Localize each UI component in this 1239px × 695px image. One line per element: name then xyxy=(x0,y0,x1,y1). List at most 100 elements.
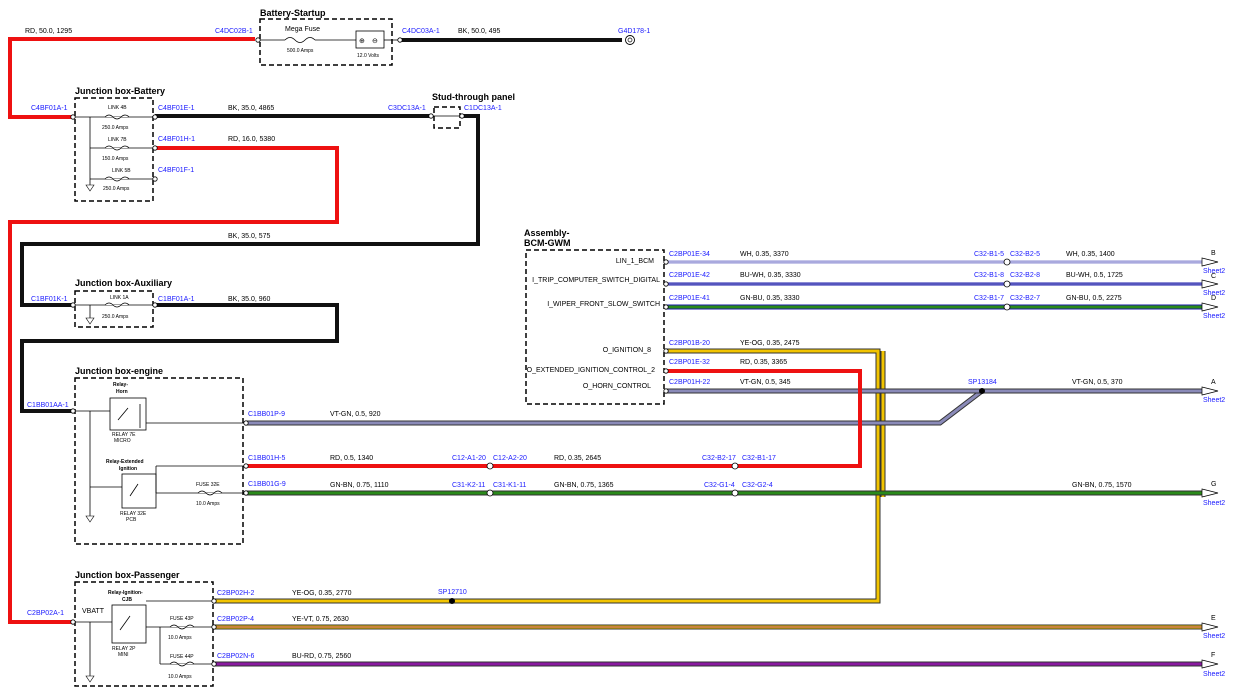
conn-c4dc03a: C4DC03A-1 xyxy=(402,28,440,35)
svg-text:GN-BU, 0.35, 3330: GN-BU, 0.35, 3330 xyxy=(740,295,800,302)
svg-text:Sheet2: Sheet2 xyxy=(1203,313,1225,320)
conn-c3dc13a: C3DC13A-1 xyxy=(388,105,426,112)
jb-aux-link: LINK 1A 250.0 Amps xyxy=(75,295,155,325)
sig-wiper: I_WIPER_FRONT_SLOW_SWITCH xyxy=(547,301,660,308)
svg-text:LINK 1A: LINK 1A xyxy=(110,295,129,301)
conn-c2bp02n: C2BP02N-6 xyxy=(217,653,254,660)
bcm-signals: LIN_1_BCM I_TRIP_COMPUTER_SWITCH_DIGITAL… xyxy=(527,258,660,390)
svg-text:FUSE 44P: FUSE 44P xyxy=(170,654,194,660)
svg-text:VT-GN, 0.5, 345: VT-GN, 0.5, 345 xyxy=(740,379,791,386)
svg-text:GN-BN, 0.75, 1365: GN-BN, 0.75, 1365 xyxy=(554,482,614,489)
wire-rd-50-1295[interactable] xyxy=(8,37,255,119)
conn-c1bb01p: C1BB01P-9 xyxy=(248,411,285,418)
svg-text:Sheet2: Sheet2 xyxy=(1203,268,1225,275)
relay-ignition-cjb: Relay-Ignition- CJB VBATT RELAY 2P MINI … xyxy=(75,590,214,683)
wire-bk-35-960[interactable] xyxy=(20,303,339,413)
svg-text:BU-WH, 0.5, 1725: BU-WH, 0.5, 1725 xyxy=(1066,272,1123,279)
conn-c31k111: C31-K1-11 xyxy=(493,482,526,489)
conn-c2bp01e41: C2BP01E-41 xyxy=(669,295,710,302)
conn-c12a220: C12-A2-20 xyxy=(493,455,527,462)
svg-text:500.0 Amps: 500.0 Amps xyxy=(287,48,314,54)
conn-c1bb01g: C1BB01G-9 xyxy=(248,481,286,488)
svg-text:WH, 0.35, 3370: WH, 0.35, 3370 xyxy=(740,251,789,258)
conn-c1bf01k: C1BF01K-1 xyxy=(31,296,68,303)
signal-wires xyxy=(214,260,1202,667)
conn-c2bp01b: C2BP01B-20 xyxy=(669,340,710,347)
svg-text:GN-BN, 0.75, 1110: GN-BN, 0.75, 1110 xyxy=(330,482,389,489)
conn-c2bp02p: C2BP02P-4 xyxy=(217,616,254,623)
conn-c12a120: C12-A1-20 xyxy=(452,455,486,462)
svg-text:BK, 50.0, 495: BK, 50.0, 495 xyxy=(458,28,501,35)
splice-sp12710 xyxy=(449,598,455,604)
offpage-arrows: B Sheet2 C Sheet2 D Sheet2 A Sheet2 G Sh… xyxy=(1201,250,1225,678)
wire-rd-ext-ign[interactable] xyxy=(246,369,862,468)
conn-c4bf01h: C4BF01H-1 xyxy=(158,136,195,143)
conn-c2bp02a: C2BP02A-1 xyxy=(27,610,64,617)
jb-aux-box xyxy=(74,290,154,328)
jb-passenger-title: Junction box-Passenger xyxy=(75,570,180,580)
svg-text:VT-GN, 0.5, 370: VT-GN, 0.5, 370 xyxy=(1072,379,1123,386)
svg-text:LINK 7B: LINK 7B xyxy=(108,137,127,143)
svg-text:FUSE 43P: FUSE 43P xyxy=(170,616,194,622)
svg-text:150.0 Amps: 150.0 Amps xyxy=(102,156,129,162)
svg-text:YE-OG, 0.35, 2475: YE-OG, 0.35, 2475 xyxy=(740,340,800,347)
svg-text:A: A xyxy=(1211,379,1216,386)
svg-text:Sheet2: Sheet2 xyxy=(1203,671,1225,678)
svg-text:MINI: MINI xyxy=(118,652,129,658)
wire-bk-35-575[interactable] xyxy=(20,114,480,307)
wire-vt-gn[interactable] xyxy=(246,388,1202,426)
svg-text:250.0 Amps: 250.0 Amps xyxy=(102,125,129,131)
svg-text:F: F xyxy=(1211,652,1215,659)
svg-text:Sheet2: Sheet2 xyxy=(1203,290,1225,297)
svg-text:Relay-Ignition-: Relay-Ignition- xyxy=(108,590,143,596)
svg-text:Relay-: Relay- xyxy=(113,382,128,388)
svg-text:BK, 35.0, 4865: BK, 35.0, 4865 xyxy=(228,105,274,112)
conn-c2bp02h: C2BP02H-2 xyxy=(217,590,254,597)
conn-c1bb01h: C1BB01H-5 xyxy=(248,455,285,462)
svg-text:RELAY 32E: RELAY 32E xyxy=(120,511,147,517)
power-wires xyxy=(8,37,622,624)
battery-startup-box xyxy=(259,18,393,66)
svg-text:BK, 35.0, 575: BK, 35.0, 575 xyxy=(228,233,271,240)
svg-text:RD, 0.35, 3365: RD, 0.35, 3365 xyxy=(740,359,787,366)
svg-text:BK, 35.0, 960: BK, 35.0, 960 xyxy=(228,296,271,303)
svg-text:⊕: ⊕ xyxy=(359,38,365,45)
sig-ext-ign: O_EXTENDED_IGNITION_CONTROL_2 xyxy=(527,367,655,374)
relay-extended-ignition: Relay-Extended Ignition RELAY 32E PCB FU… xyxy=(85,411,246,523)
conn-c32b25: C32-B2-5 xyxy=(1010,251,1040,258)
conn-c2bp01e42: C2BP01E-42 xyxy=(669,272,710,279)
conn-c32b15: C32-B1-5 xyxy=(974,251,1004,258)
svg-text:MICRO: MICRO xyxy=(114,438,131,444)
conn-c2bp01e34: C2BP01E-34 xyxy=(669,251,710,258)
conn-c32b17: C32-B1-7 xyxy=(974,295,1004,302)
svg-text:BU-RD, 0.75, 2560: BU-RD, 0.75, 2560 xyxy=(292,653,351,660)
bcm-title-1: Assembly- xyxy=(524,228,570,238)
jb-battery-title: Junction box-Battery xyxy=(75,86,165,96)
conn-c4dc02b: C4DC02B-1 xyxy=(215,28,253,35)
conn-c2bp01e32: C2BP01E-32 xyxy=(669,359,710,366)
svg-text:LINK 5B: LINK 5B xyxy=(112,168,131,174)
svg-text:Sheet2: Sheet2 xyxy=(1203,633,1225,640)
svg-text:Ignition: Ignition xyxy=(119,466,137,472)
connector-labels: C4DC02B-1 C4DC03A-1 G4D178-1 C4BF01A-1 C… xyxy=(27,28,1040,660)
stud-panel-title: Stud-through panel xyxy=(432,92,515,102)
svg-text:Sheet2: Sheet2 xyxy=(1203,397,1225,404)
conn-c4bf01e: C4BF01E-1 xyxy=(158,105,195,112)
svg-text:E: E xyxy=(1211,615,1216,622)
conn-c1bb01aa: C1BB01AA-1 xyxy=(27,402,69,409)
jb-passenger-box xyxy=(74,581,214,687)
sig-horn: O_HORN_CONTROL xyxy=(583,383,651,390)
wire-rd-16-5380[interactable] xyxy=(8,146,339,624)
conn-c32b18: C32-B1-8 xyxy=(974,272,1004,279)
svg-text:250.0 Amps: 250.0 Amps xyxy=(103,186,130,192)
sig-trip: I_TRIP_COMPUTER_SWITCH_DIGITAL xyxy=(532,277,660,284)
sig-lin1: LIN_1_BCM xyxy=(616,258,654,265)
svg-text:10.0 Amps: 10.0 Amps xyxy=(196,501,220,507)
battery-symbol: ⊕ ⊖ 12.0 Volts xyxy=(355,30,400,59)
jb-engine-box xyxy=(74,377,244,545)
sig-ign8: O_IGNITION_8 xyxy=(603,347,651,354)
conn-c32b217: C32-B2-17 xyxy=(702,455,736,462)
bcm-title-2: BCM-GWM xyxy=(524,238,571,248)
relay-horn: Relay- Horn RELAY 7E MICRO xyxy=(75,382,246,444)
